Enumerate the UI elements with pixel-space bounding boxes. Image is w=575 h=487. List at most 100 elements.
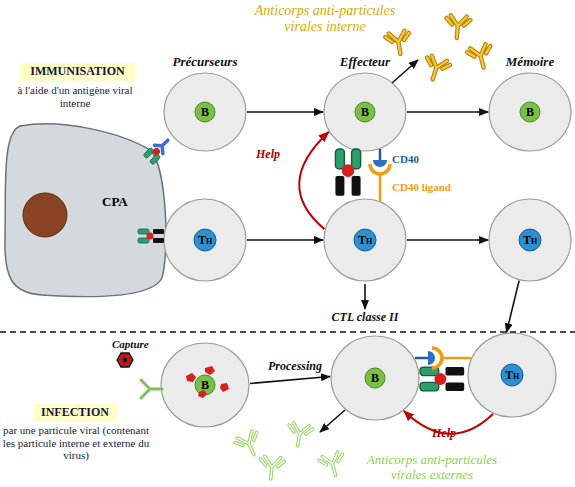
cell-membrane bbox=[489, 73, 571, 151]
help-arrow bbox=[299, 132, 328, 229]
section-banner: IMMUNISATION bbox=[20, 63, 135, 81]
cd40-ligand-stalk bbox=[379, 174, 382, 201]
cell: B bbox=[163, 72, 247, 152]
cell: TH bbox=[467, 332, 557, 418]
mhc-tcr-contact bbox=[420, 367, 464, 391]
cell-label: TH bbox=[323, 234, 407, 246]
separator-line bbox=[0, 331, 575, 333]
antibody-outline bbox=[385, 30, 412, 56]
bcr bbox=[154, 136, 172, 154]
bcr bbox=[141, 380, 162, 398]
mhc-bcr-contact bbox=[143, 135, 173, 165]
cell: TH bbox=[488, 198, 572, 282]
cell-label: B bbox=[330, 372, 420, 384]
mhc-tcr-contact bbox=[335, 149, 360, 196]
cell-label: B bbox=[160, 379, 250, 391]
cell-label: TH bbox=[488, 234, 572, 246]
nucleus bbox=[365, 368, 385, 388]
antibody bbox=[466, 43, 495, 70]
cell-membrane bbox=[331, 336, 419, 420]
cell-label: B bbox=[323, 106, 407, 118]
virus-core bbox=[123, 358, 127, 362]
cell-shape bbox=[323, 198, 407, 282]
cell: B bbox=[330, 335, 420, 421]
cell-membrane bbox=[5, 124, 166, 297]
cell-label: TH bbox=[467, 369, 557, 381]
cell: TH bbox=[163, 198, 247, 282]
cell-shape bbox=[160, 342, 250, 428]
cell: B bbox=[160, 342, 250, 428]
section-note: par une particule viral (contenant les p… bbox=[2, 424, 150, 462]
cell: TH bbox=[323, 198, 407, 282]
cell: B bbox=[323, 72, 407, 152]
arrow bbox=[407, 111, 488, 113]
step-label: Capture bbox=[112, 338, 149, 351]
antibody-outline bbox=[286, 422, 313, 448]
apc-cell: CPA bbox=[2, 118, 170, 300]
molecule-label: CD40 bbox=[392, 153, 419, 166]
cell: B bbox=[488, 72, 572, 152]
nucleus bbox=[23, 193, 67, 237]
antigen-fragment bbox=[198, 390, 207, 398]
arrow bbox=[247, 111, 323, 113]
antibody-outline bbox=[234, 430, 265, 460]
section-banner: INFECTION bbox=[33, 404, 117, 422]
cell-membrane bbox=[161, 343, 249, 427]
antibody-outline bbox=[421, 55, 451, 83]
cell-shape bbox=[323, 72, 407, 152]
antibody bbox=[234, 430, 265, 460]
nucleus bbox=[501, 364, 523, 386]
cd40-stalk bbox=[379, 149, 382, 160]
arrow bbox=[250, 376, 330, 383]
edge-label: Help bbox=[256, 148, 280, 162]
edge-label: Help bbox=[432, 427, 456, 441]
cell-membrane bbox=[468, 333, 556, 417]
nucleus bbox=[520, 102, 540, 122]
virus-particle bbox=[117, 353, 133, 367]
nucleus bbox=[354, 229, 376, 251]
antibody bbox=[286, 422, 313, 448]
caption-text: Anticorps anti-particules virales extern… bbox=[352, 453, 512, 483]
nucleus bbox=[194, 229, 216, 251]
antigen-fragment bbox=[220, 383, 229, 392]
mhc bbox=[143, 144, 164, 165]
column-heading: Précurseurs bbox=[160, 55, 250, 70]
cd40-ligand bbox=[432, 348, 442, 368]
cell-membrane bbox=[489, 199, 571, 281]
nucleus bbox=[195, 375, 215, 395]
antibody bbox=[421, 55, 451, 83]
cell-shape bbox=[2, 118, 170, 300]
antibody-outline bbox=[318, 451, 347, 478]
cell-label: TH bbox=[163, 234, 247, 246]
mhc bbox=[138, 229, 154, 243]
cell-label: B bbox=[488, 106, 572, 118]
antibody bbox=[385, 30, 412, 56]
outcome-label: CTL classe II bbox=[305, 311, 425, 325]
cd40-ligand bbox=[370, 164, 390, 174]
mhc-tcr-contact bbox=[138, 229, 164, 243]
antibody-outline bbox=[466, 43, 495, 70]
antibody-outline bbox=[259, 456, 285, 480]
cell-shape bbox=[163, 198, 247, 282]
cell-shape bbox=[163, 72, 247, 152]
tcr bbox=[446, 367, 465, 391]
column-heading: Effecteur bbox=[320, 55, 410, 70]
antigen-fragment bbox=[186, 373, 196, 382]
mhc bbox=[420, 367, 446, 391]
tcr bbox=[335, 176, 360, 196]
antibody bbox=[259, 456, 285, 480]
cd40-stalk bbox=[415, 357, 428, 360]
cell-membrane bbox=[164, 199, 246, 281]
cell-shape bbox=[330, 335, 420, 421]
arrow bbox=[507, 281, 520, 333]
mhc bbox=[335, 149, 360, 177]
antibody bbox=[318, 451, 347, 478]
section-note: à l'aide d'un antigène viral interne bbox=[12, 84, 138, 109]
help-arrow bbox=[404, 411, 493, 434]
nucleus bbox=[195, 102, 215, 122]
cell-label: B bbox=[163, 106, 247, 118]
cell-label: CPA bbox=[102, 194, 128, 210]
